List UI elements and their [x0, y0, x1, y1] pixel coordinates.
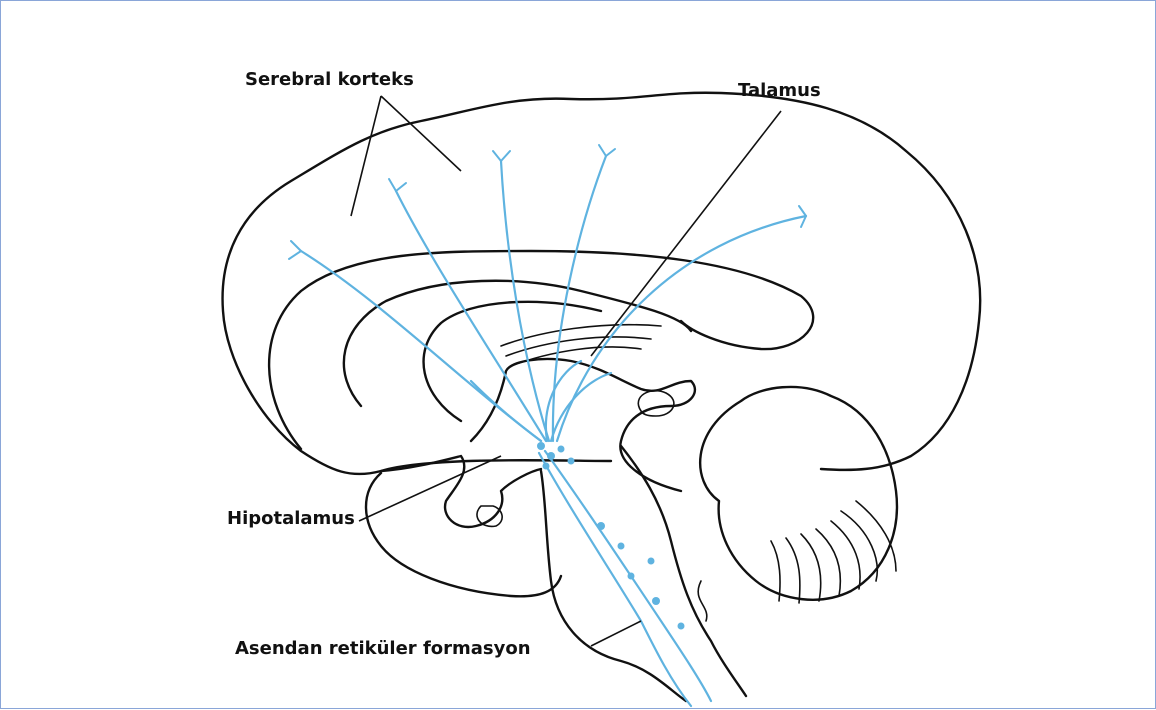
corpus-callosum-outer	[269, 251, 813, 449]
brainstem-notch	[698, 581, 707, 621]
label-thalamus: Talamus	[738, 80, 821, 101]
reticular-leader	[591, 621, 641, 646]
thalamus-leader	[591, 111, 781, 356]
cortex-leader	[351, 96, 461, 216]
hypothalamus-leader	[359, 456, 501, 521]
brainstem-front	[621, 446, 746, 696]
label-cerebral-cortex: Serebral korteks	[245, 69, 414, 90]
cerebellum-folia	[771, 501, 896, 603]
label-hypothalamus: Hipotalamus	[227, 508, 355, 529]
temporal-lobe	[366, 473, 561, 596]
label-reticular-formation: Asendan retiküler formasyon	[235, 638, 531, 659]
pituitary	[477, 506, 502, 526]
ascending-fibers	[301, 156, 806, 706]
